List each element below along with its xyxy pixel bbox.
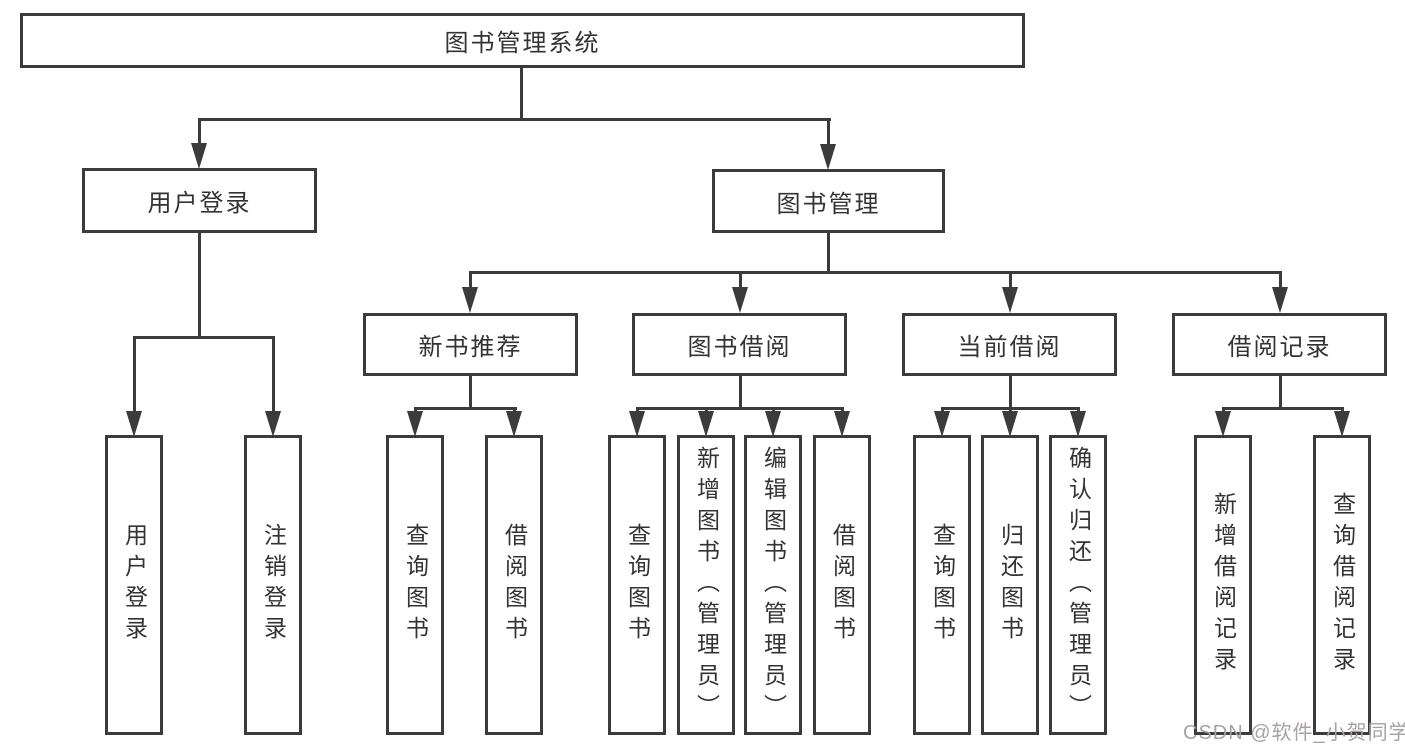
connector-line: [198, 118, 201, 146]
leaf-add-borrow-record: 新增借阅记录: [1194, 435, 1252, 735]
leaf-borrow-books-recommend: 借阅图书: [485, 435, 543, 735]
leaf-label: 注销登录: [260, 523, 287, 647]
leaf-user-login: 用户登录: [105, 435, 163, 735]
connector-line: [469, 376, 472, 409]
arrow-down-icon: [765, 411, 781, 437]
arrow-down-icon: [1070, 411, 1086, 437]
leaf-label: 查询图书: [929, 523, 956, 647]
node-label: 借阅记录: [1227, 334, 1332, 361]
leaf-label: 新增图书（管理员）: [693, 445, 720, 725]
leaf-label: 查询借阅记录: [1329, 492, 1356, 678]
connector-line: [198, 233, 201, 339]
leaf-label: 借阅图书: [501, 523, 528, 647]
arrow-down-icon: [1002, 287, 1018, 313]
leaf-label: 查询图书: [402, 523, 429, 647]
connector-line: [469, 271, 472, 287]
arrow-down-icon: [126, 411, 142, 437]
arrow-down-icon: [732, 287, 748, 313]
connector-line: [1279, 271, 1282, 287]
leaf-add-book-admin: 新增图书（管理员）: [677, 435, 735, 735]
connector-line: [133, 336, 136, 414]
connector-line: [1009, 376, 1012, 409]
leaf-query-books-borrowing: 查询图书: [608, 435, 666, 735]
connector-line: [133, 336, 275, 339]
node-label: 当前借阅: [957, 334, 1062, 361]
leaf-borrow-books-borrowing: 借阅图书: [813, 435, 871, 735]
node-label: 图书管理: [776, 190, 881, 218]
node-book-borrowing: 图书借阅: [632, 313, 847, 376]
connector-line: [469, 271, 1282, 274]
arrow-down-icon: [1272, 287, 1288, 313]
node-label: 图书借阅: [687, 334, 792, 361]
node-borrowing-records: 借阅记录: [1172, 313, 1387, 376]
arrow-down-icon: [1215, 411, 1231, 437]
connector-line: [414, 407, 517, 410]
arrow-down-icon: [506, 411, 522, 437]
leaf-confirm-return-admin: 确认归还（管理员）: [1049, 435, 1107, 735]
leaf-edit-book-admin: 编辑图书（管理员）: [744, 435, 802, 735]
node-new-book-recommend: 新书推荐: [363, 313, 578, 376]
connector-line: [198, 118, 831, 121]
leaf-label: 查询图书: [624, 523, 651, 647]
connector-line: [636, 407, 844, 410]
leaf-label: 归还图书: [997, 523, 1024, 647]
leaf-label: 新增借阅记录: [1210, 492, 1237, 678]
leaf-logout: 注销登录: [244, 435, 302, 735]
arrow-down-icon: [462, 287, 478, 313]
arrow-down-icon: [820, 144, 836, 170]
node-label: 用户登录: [147, 190, 252, 217]
connector-line: [827, 118, 830, 146]
leaf-label: 借阅图书: [829, 523, 856, 647]
leaf-return-book: 归还图书: [981, 435, 1039, 735]
connector-line: [739, 271, 742, 287]
arrow-down-icon: [1334, 411, 1350, 437]
arrow-down-icon: [1002, 411, 1018, 437]
node-label: 图书管理系统: [444, 30, 601, 57]
connector-line: [827, 233, 830, 273]
leaf-query-books-recommend: 查询图书: [386, 435, 444, 735]
connector-line: [739, 376, 742, 409]
leaf-query-borrow-record: 查询借阅记录: [1313, 435, 1371, 735]
arrow-down-icon: [265, 411, 281, 437]
csdn-watermark: CSDN @软件_小贺同学: [1183, 722, 1405, 744]
node-current-borrowing: 当前借阅: [902, 313, 1117, 376]
leaf-label: 确认归还（管理员）: [1065, 445, 1092, 725]
arrow-down-icon: [834, 411, 850, 437]
leaf-query-books-current: 查询图书: [913, 435, 971, 735]
arrow-down-icon: [698, 411, 714, 437]
arrow-down-icon: [629, 411, 645, 437]
connector-line: [1009, 271, 1012, 287]
leaf-label: 编辑图书（管理员）: [760, 445, 787, 725]
connector-line: [1279, 376, 1282, 409]
connector-line: [272, 336, 275, 414]
node-book-management: 图书管理: [712, 169, 945, 233]
arrow-down-icon: [191, 143, 207, 169]
node-user-login: 用户登录: [82, 168, 317, 233]
leaf-label: 用户登录: [121, 523, 148, 647]
node-label: 新书推荐: [418, 334, 523, 361]
connector-line: [1222, 407, 1344, 410]
arrow-down-icon: [934, 411, 950, 437]
arrow-down-icon: [407, 411, 423, 437]
connector-line: [520, 68, 523, 120]
node-book-management-system: 图书管理系统: [20, 13, 1025, 68]
